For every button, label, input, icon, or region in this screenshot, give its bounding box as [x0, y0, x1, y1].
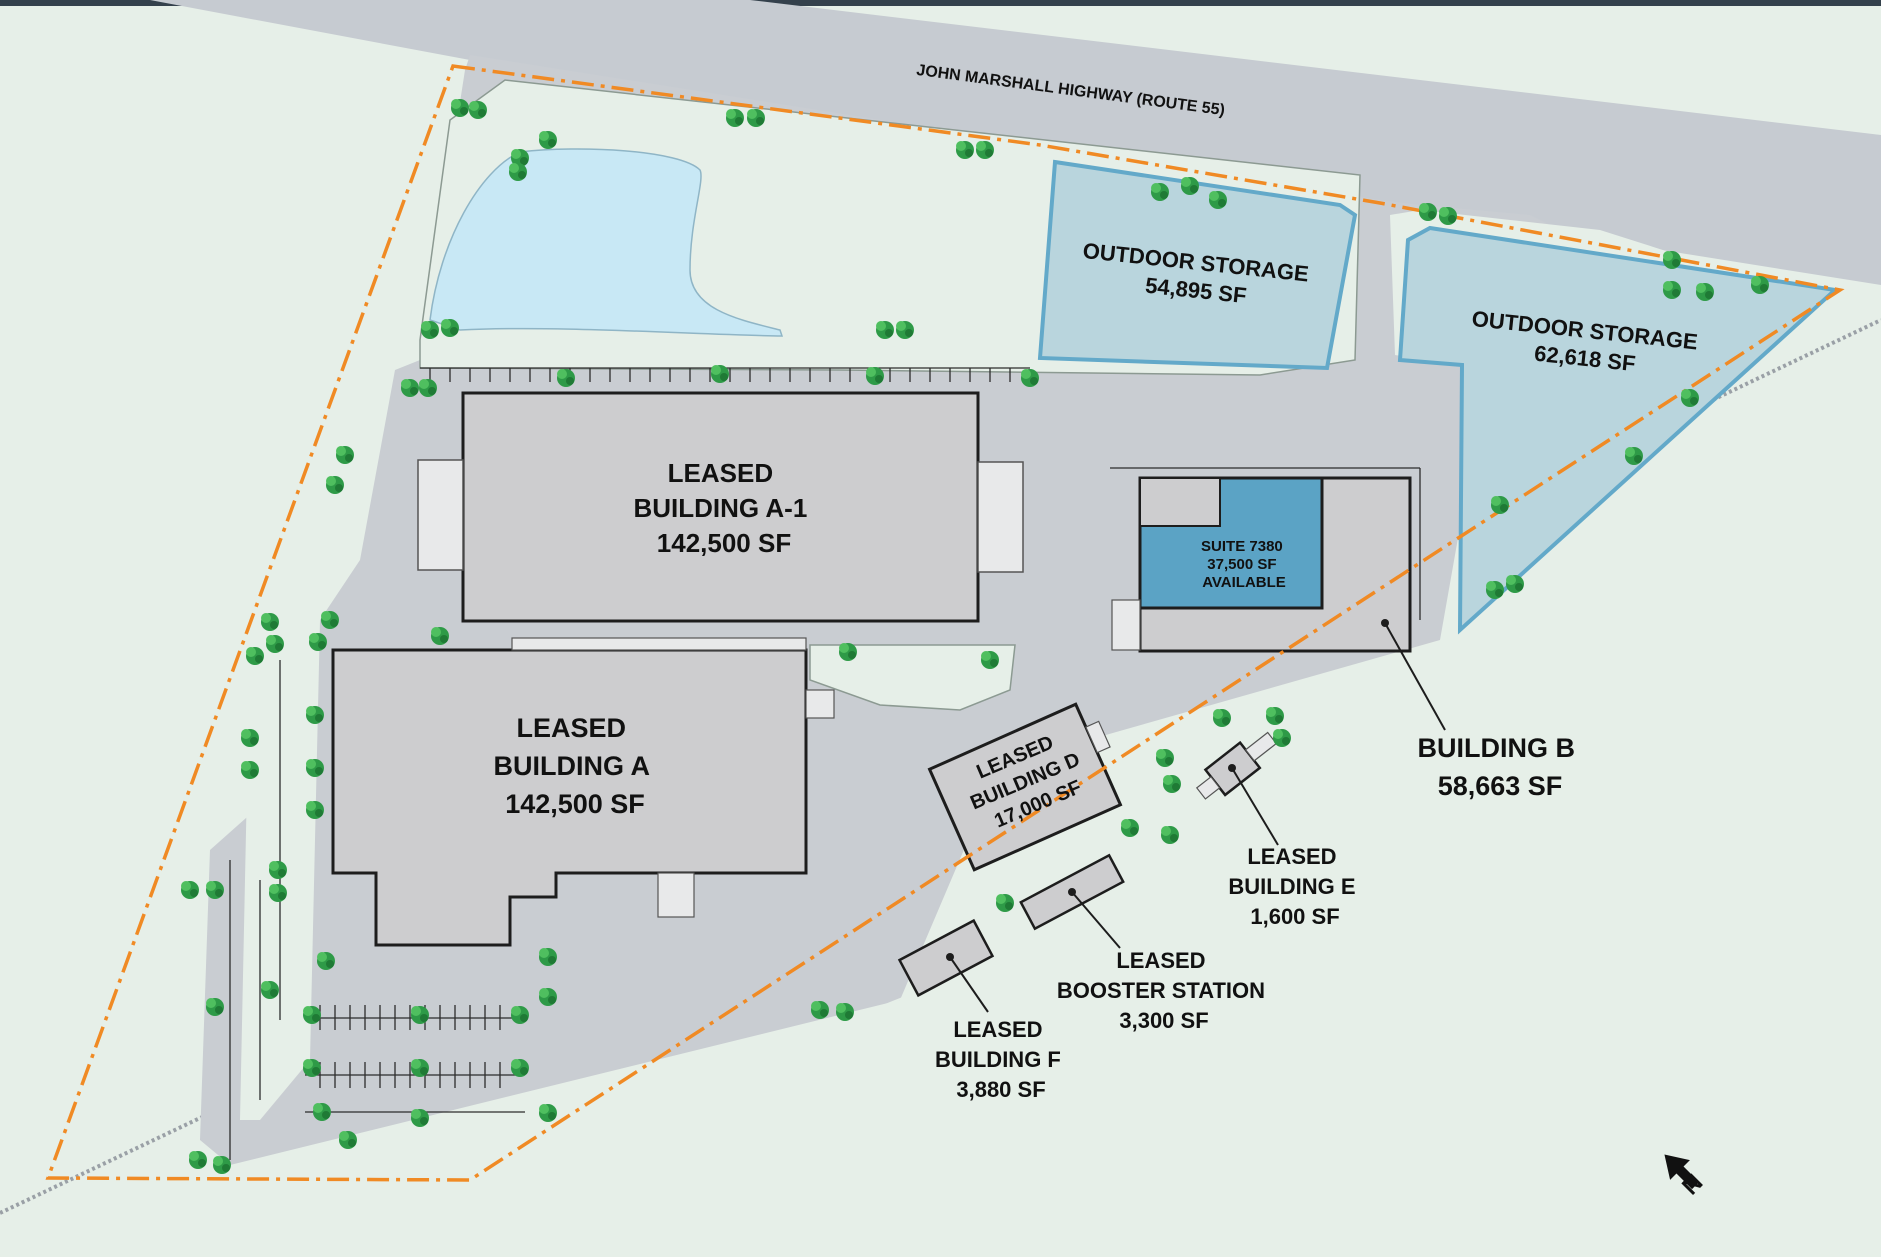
- building-a-east-dock: [805, 689, 835, 719]
- center-green-island: [809, 644, 1016, 711]
- building-d-footprint: [927, 702, 1123, 872]
- property-boundary: [45, 64, 1845, 1182]
- suite-7380-label: SUITE 7380 37,500 SF AVAILABLE: [1201, 538, 1287, 591]
- suite-7380-notch: [1139, 477, 1221, 527]
- building-a-south-dock: [657, 872, 695, 918]
- building-a-footprint: [331, 648, 808, 947]
- building-b-label: BUILDING B 58,663 SF: [1417, 733, 1582, 801]
- label-leader-lines: [949, 622, 1446, 1013]
- outdoor-storage-1-area: [1037, 159, 1358, 371]
- building-a-north-dock: [511, 637, 807, 651]
- building-a1-west-dock: [417, 459, 464, 571]
- building-d-label: LEASED BUILDING D 17,000 SF: [957, 722, 1098, 838]
- building-a1-east-dock: [977, 461, 1024, 573]
- building-f-footprint: [897, 918, 995, 998]
- label-leader-dots: [946, 619, 1389, 961]
- building-a1-footprint: [461, 391, 980, 623]
- north-arrow-icon: [1664, 1154, 1700, 1190]
- building-a-label: LEASED BUILDING A 142,500 SF: [493, 713, 656, 819]
- booster-station-label: LEASED BOOSTER STATION 3,300 SF: [1057, 948, 1271, 1033]
- parking-stalls: [229, 367, 1421, 1160]
- building-f-label: LEASED BUILDING F 3,880 SF: [935, 1017, 1067, 1102]
- building-a1-label: LEASED BUILDING A-1 142,500 SF: [633, 458, 814, 558]
- pond: [429, 148, 784, 337]
- southeast-green-strip: [870, 680, 1400, 1010]
- building-b-west-appendage: [1111, 599, 1141, 651]
- top-dark-band: [0, 0, 1881, 6]
- building-e-label: LEASED BUILDING E 1,600 SF: [1228, 844, 1361, 929]
